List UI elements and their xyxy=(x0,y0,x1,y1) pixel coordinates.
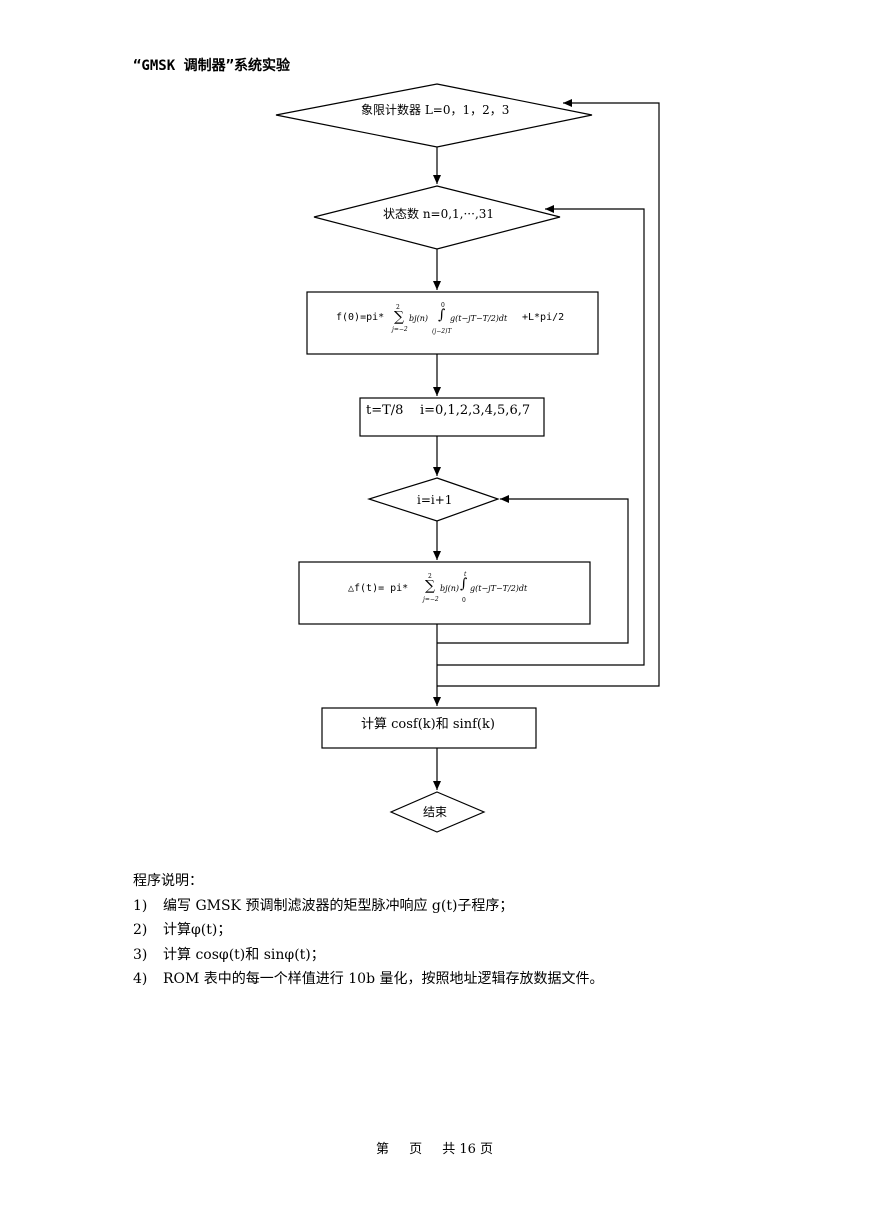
delta-int-symbol: ∫ xyxy=(460,576,468,592)
process-cos-sin-label: 计算 cosf(k)和 sinf(k) xyxy=(361,717,495,732)
process-f0-box xyxy=(306,291,599,355)
delta-lhs: △f(t)= pi* xyxy=(348,583,409,594)
end-shape xyxy=(389,791,486,833)
f0-int-bottom: (j−2)T xyxy=(432,328,452,335)
notes-item-text: ROM 表中的每一个样值进行 10b 量化，按照地址逻辑存放数据文件。 xyxy=(163,971,604,987)
footer-page-unit: 页 xyxy=(409,1142,423,1157)
notes-item-text: 计算φ(t)； xyxy=(163,922,232,938)
process-t-label: t=T/8 i=0,1,2,3,4,5,6,7 xyxy=(366,403,531,418)
decision-state-label: 状态数 n=0,1,···,31 xyxy=(383,207,495,221)
page-footer: 第 页 共 16 页 xyxy=(0,1138,869,1157)
notes-item: 1) 编写 GMSK 预调制滤波器的矩型脉冲响应 g(t)子程序； xyxy=(133,894,603,919)
notes-item-number: 4) xyxy=(133,971,148,987)
notes-heading: 程序说明： xyxy=(133,873,203,889)
f0-sum-bottom: j=−2 xyxy=(392,326,408,333)
delta-integrand: g(t−jT−T/2)dt xyxy=(470,584,528,593)
delta-int-top: t xyxy=(464,571,467,578)
delta-sum-bottom: j=−2 xyxy=(423,596,439,603)
f0-integrand: g(t−jT−T/2)dt xyxy=(450,314,508,323)
process-t-box xyxy=(359,397,545,437)
decision-i-label: i=i+1 xyxy=(417,493,453,507)
process-delta-box xyxy=(298,561,591,625)
notes-item-text: 编写 GMSK 预调制滤波器的矩型脉冲响应 g(t)子程序； xyxy=(163,897,514,914)
notes-item: 2) 计算φ(t)； xyxy=(133,918,603,943)
footer-total: 共 16 页 xyxy=(442,1142,494,1157)
page-header-title: “GMSK 调制器”系统实验 xyxy=(133,58,291,74)
f0-term: bj(n) xyxy=(409,314,428,323)
notes-item-number: 1) xyxy=(133,897,148,914)
program-notes: 程序说明： 1) 编写 GMSK 预调制滤波器的矩型脉冲响应 g(t)子程序； 2… xyxy=(133,869,603,992)
footer-page-label: 第 xyxy=(375,1142,389,1157)
f0-int-symbol: ∫ xyxy=(438,307,446,323)
delta-term: bj(n) xyxy=(440,584,459,593)
f0-rhs: +L*pi/2 xyxy=(522,312,565,323)
notes-item: 4) ROM 表中的每一个样值进行 10b 量化，按照地址逻辑存放数据文件。 xyxy=(133,967,603,992)
notes-item: 3) 计算 cosφ(t)和 sinφ(t)； xyxy=(133,943,603,968)
notes-item-text: 计算 cosφ(t)和 sinφ(t)； xyxy=(163,946,325,963)
notes-item-number: 3) xyxy=(133,946,148,963)
delta-sum-top: 2 xyxy=(428,573,432,580)
process-cos-sin-box xyxy=(321,707,537,749)
f0-lhs: f(0)=pi* xyxy=(336,312,385,323)
delta-sum-symbol: ∑ xyxy=(425,578,435,594)
f0-sum-top: 2 xyxy=(396,304,400,311)
notes-item-number: 2) xyxy=(133,922,148,938)
f0-sum-symbol: ∑ xyxy=(394,309,404,325)
delta-int-bottom: 0 xyxy=(462,597,466,604)
f0-int-top: 0 xyxy=(441,302,445,309)
decision-quadrant-label: 象限计数器 L=0，1，2，3 xyxy=(361,103,510,117)
end-label: 结束 xyxy=(423,805,448,819)
